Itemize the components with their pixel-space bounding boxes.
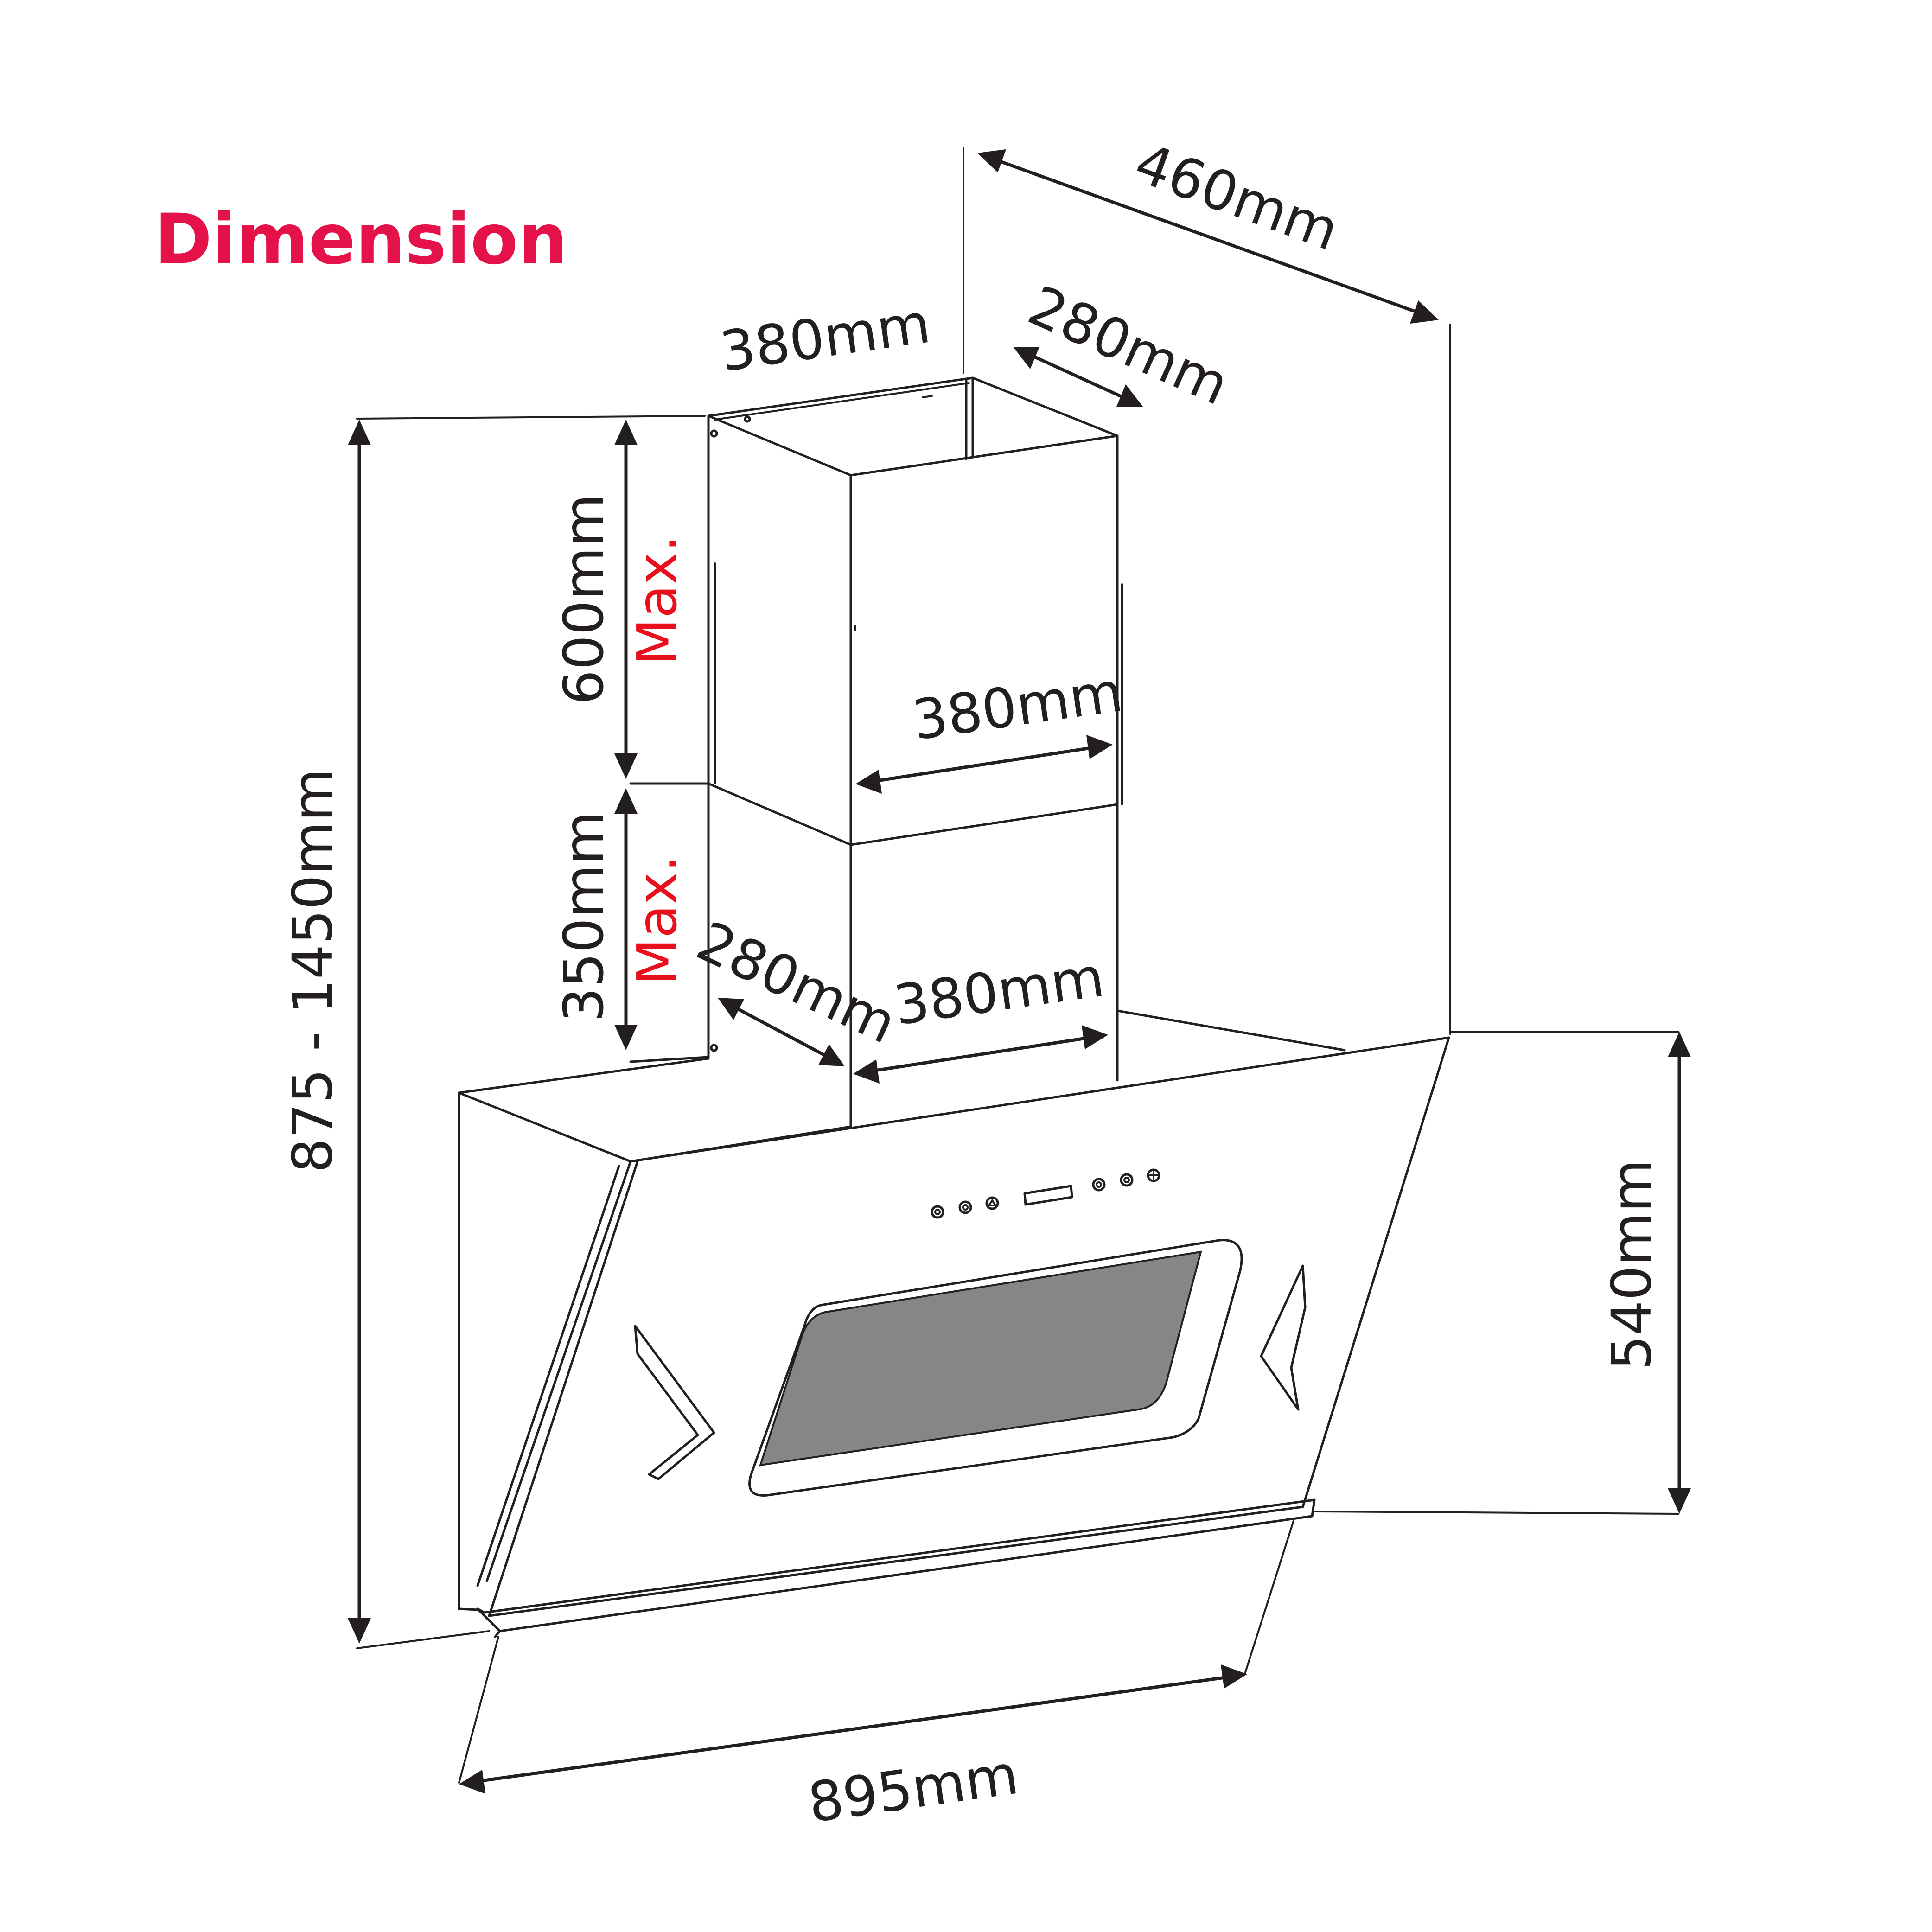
window-glass — [759, 1250, 1202, 1467]
control-button-icon[interactable] — [1120, 1173, 1134, 1187]
display-panel-icon — [1023, 1185, 1073, 1206]
label-600mm: 600mm — [552, 494, 616, 705]
control-button-icon[interactable] — [1092, 1178, 1106, 1192]
control-button-icon[interactable] — [1147, 1168, 1160, 1182]
diagram-title: Dimension — [154, 199, 567, 280]
label-max-lower: Max. — [625, 855, 689, 985]
control-button-icon[interactable] — [985, 1196, 999, 1210]
label-280mm-lower: 280mm — [688, 909, 906, 1056]
led-light-strips — [634, 1264, 1307, 1480]
label-540mm: 540mm — [1600, 1159, 1664, 1370]
label-380mm-top: 380mm — [716, 291, 934, 384]
control-button-icon[interactable] — [958, 1200, 972, 1214]
control-button-icon[interactable] — [931, 1205, 944, 1219]
dimension-arrows — [348, 149, 1691, 1794]
label-380mm-lower: 380mm — [890, 945, 1108, 1038]
extension-lines — [356, 147, 1679, 1784]
upper-chimney — [707, 376, 1123, 846]
label-350mm: 350mm — [552, 811, 616, 1022]
viewing-window — [748, 1239, 1243, 1497]
label-875-1450mm: 875 - 1450mm — [281, 768, 344, 1173]
control-panel — [931, 1168, 1160, 1219]
chevron-right-icon — [634, 1325, 715, 1480]
label-460mm: 460mm — [1127, 131, 1347, 263]
chevron-left-icon — [1260, 1264, 1307, 1411]
label-895mm: 895mm — [804, 1742, 1022, 1835]
label-max-upper: Max. — [625, 535, 689, 665]
lower-chimney — [629, 782, 1119, 1128]
hood-body — [458, 1009, 1450, 1638]
